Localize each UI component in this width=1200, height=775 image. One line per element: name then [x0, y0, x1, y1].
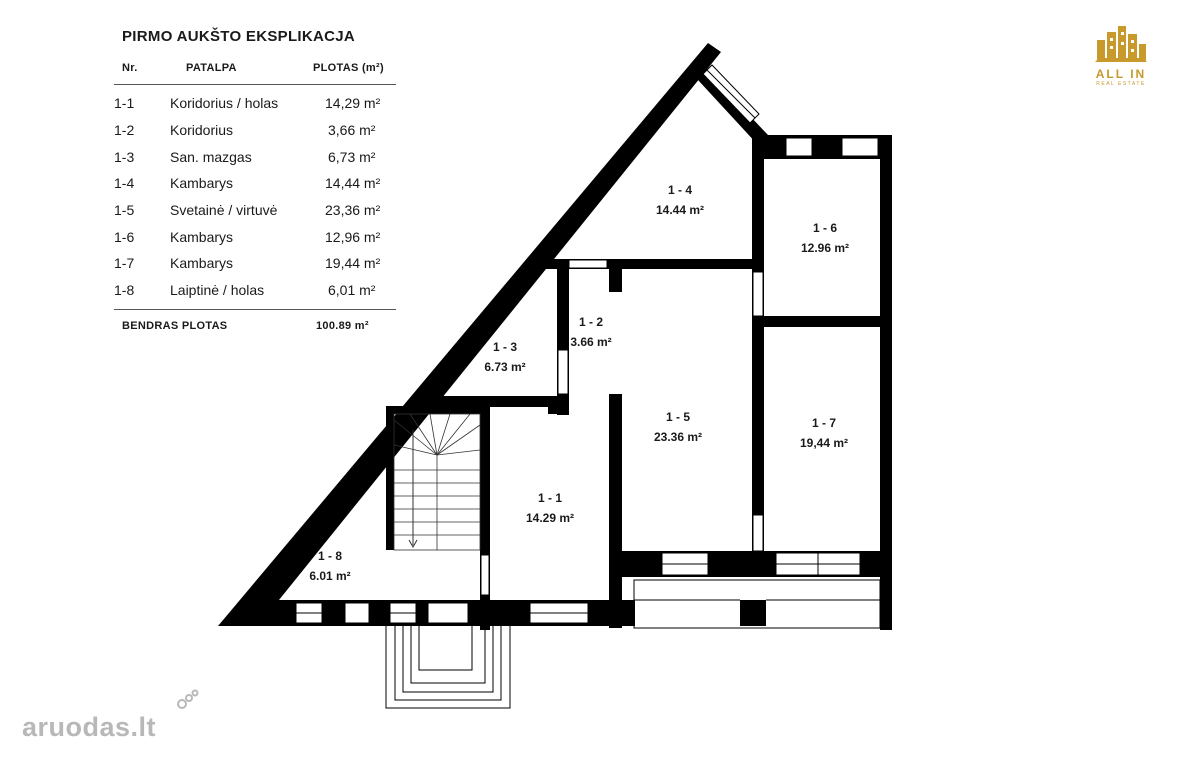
row-area: 12,96 m²: [325, 229, 381, 245]
room-id: 1 - 4: [667, 183, 692, 197]
row-nr: 1-8: [114, 282, 135, 298]
row-name: Kambarys: [170, 229, 234, 245]
table-row: 1-8 Laiptinė / holas 6,01 m²: [114, 282, 404, 306]
all-in-logo: ALL IN REAL ESTATE: [1085, 24, 1157, 87]
row-area: 3,66 m²: [328, 122, 376, 138]
total-value: 100.89 m²: [316, 320, 369, 332]
room-label-1-2: 1 - 2 3.66 m²: [565, 312, 617, 352]
row-area: 14,44 m²: [325, 175, 381, 191]
south-terrace: [633, 579, 881, 629]
table-row: 1-1 Koridorius / holas 14,29 m²: [114, 95, 404, 119]
row-area: 6,73 m²: [328, 149, 376, 165]
watermark-tld: .lt: [130, 712, 157, 742]
room-id: 1 - 7: [811, 416, 836, 430]
table-row: 1-3 San. mazgas 6,73 m²: [114, 149, 404, 173]
header-area: PLOTAS (m²): [313, 62, 384, 74]
row-name: Koridorius / holas: [170, 95, 279, 111]
row-nr: 1-5: [114, 202, 135, 218]
room-area: 6.73 m²: [484, 360, 526, 374]
room-area: 23.36 m²: [653, 430, 703, 444]
room-id: 1 - 5: [665, 410, 690, 424]
room-label-1-5: 1 - 5 23.36 m²: [638, 407, 718, 447]
row-name: Kambarys: [170, 175, 234, 191]
row-nr: 1-7: [114, 255, 135, 271]
aruodas-watermark: aruodas.lt: [22, 712, 156, 743]
room-id: 1 - 6: [812, 221, 837, 235]
total-label: BENDRAS PLOTAS: [122, 320, 228, 332]
room-area: 6.01 m²: [309, 569, 351, 583]
room-label-1-4: 1 - 4 14.44 m²: [640, 180, 720, 220]
row-name: Laiptinė / holas: [170, 282, 265, 298]
room-label-1-8: 1 - 8 6.01 m²: [290, 546, 370, 586]
header-room: PATALPA: [186, 62, 237, 74]
row-nr: 1-4: [114, 175, 135, 191]
row-area: 6,01 m²: [328, 282, 376, 298]
row-name: Kambarys: [170, 255, 234, 271]
table-top-rule: [114, 84, 396, 85]
row-nr: 1-6: [114, 229, 135, 245]
table-row: 1-2 Koridorius 3,66 m²: [114, 122, 404, 146]
plan-windows: [295, 64, 879, 624]
explication-title: PIRMO AUKŠTO EKSPLIKACJA: [122, 28, 356, 45]
row-area: 14,29 m²: [325, 95, 381, 111]
room-label-1-3: 1 - 3 6.73 m²: [470, 337, 540, 377]
table-bottom-rule: [114, 309, 396, 310]
room-area: 19,44 m²: [799, 436, 849, 450]
room-label-1-7: 1 - 7 19,44 m²: [782, 413, 866, 453]
header-nr: Nr.: [122, 62, 138, 74]
room-id: 1 - 8: [317, 549, 342, 563]
row-nr: 1-3: [114, 149, 135, 165]
row-area: 23,36 m²: [325, 202, 381, 218]
table-row: 1-6 Kambarys 12,96 m²: [114, 229, 404, 253]
logo-subtitle: REAL ESTATE: [1096, 81, 1146, 87]
table-row: 1-4 Kambarys 14,44 m²: [114, 175, 404, 199]
table-row: 1-7 Kambarys 19,44 m²: [114, 255, 404, 279]
row-name: Koridorius: [170, 122, 234, 138]
room-area: 14.29 m²: [525, 511, 575, 525]
room-area: 12.96 m²: [800, 241, 850, 255]
building-logo-icon: [1095, 26, 1147, 62]
plan-walls: [218, 43, 892, 630]
room-label-1-6: 1 - 6 12.96 m²: [785, 218, 865, 258]
room-id: 1 - 1: [537, 491, 562, 505]
table-row: 1-5 Svetainė / virtuvė 23,36 m²: [114, 202, 404, 226]
row-name: Svetainė / virtuvė: [170, 202, 278, 218]
row-area: 19,44 m²: [325, 255, 381, 271]
entrance-steps: [385, 626, 511, 709]
room-label-1-1: 1 - 1 14.29 m²: [510, 488, 590, 528]
row-nr: 1-2: [114, 122, 135, 138]
room-id: 1 - 2: [578, 315, 603, 329]
room-area: 14.44 m²: [655, 203, 705, 217]
watermark-brand: aruodas: [22, 712, 131, 742]
room-id: 1 - 3: [492, 340, 517, 354]
logo-name: ALL IN: [1095, 67, 1147, 81]
staircase: [393, 413, 481, 551]
row-name: San. mazgas: [170, 149, 252, 165]
row-nr: 1-1: [114, 95, 135, 111]
aruodas-smoke-icon: [177, 689, 199, 709]
room-area: 3.66 m²: [570, 335, 612, 349]
